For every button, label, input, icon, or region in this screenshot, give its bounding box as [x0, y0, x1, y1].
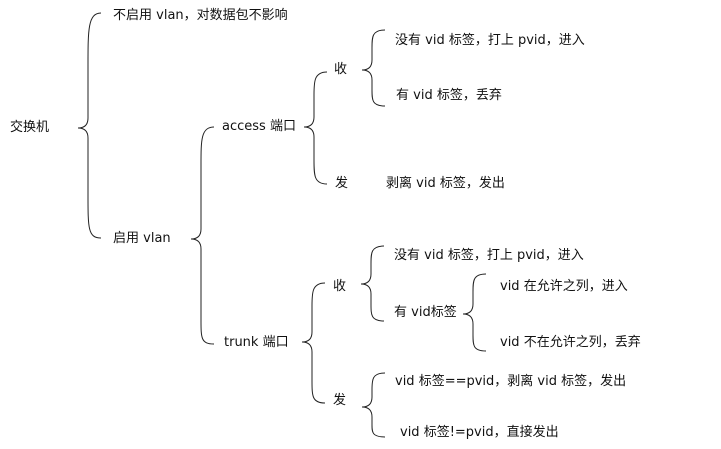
- access-receive-label: 收: [334, 62, 348, 77]
- access-port-label: access 端口: [222, 119, 296, 134]
- brace-enable-vlan: [190, 126, 215, 345]
- brace-trunk: [301, 282, 326, 404]
- no-vlan-label: 不启用 vlan，对数据包不影响: [113, 8, 288, 23]
- brace-trunk-receive: [360, 245, 385, 322]
- trunk-send-not-equal: vid 标签!=pvid，直接发出: [400, 425, 559, 440]
- trunk-receive-untagged: 没有 vid 标签，打上 pvid，进入: [394, 248, 584, 263]
- enable-vlan-label: 启用 vlan: [113, 231, 171, 246]
- access-send-action: 剥离 vid 标签，发出: [386, 176, 505, 191]
- root-label: 交换机: [10, 120, 50, 135]
- brace-access: [303, 71, 328, 185]
- trunk-tagged-not-allowed: vid 不在允许之列，丢弃: [500, 335, 641, 350]
- trunk-send-equal: vid 标签==pvid，剥离 vid 标签，发出: [395, 374, 627, 389]
- access-send-label: 发: [335, 176, 349, 191]
- brace-access-receive: [361, 29, 386, 107]
- trunk-tagged-allowed: vid 在允许之列，进入: [500, 279, 628, 294]
- trunk-receive-label: 收: [333, 279, 347, 294]
- brace-trunk-send: [361, 372, 386, 438]
- trunk-send-label: 发: [333, 393, 347, 408]
- brace-trunk-tagged: [462, 273, 487, 352]
- trunk-receive-tagged-label: 有 vid标签: [394, 305, 457, 320]
- brace-root: [77, 12, 102, 239]
- access-receive-tagged: 有 vid 标签，丢弃: [396, 88, 502, 103]
- trunk-port-label: trunk 端口: [224, 335, 289, 350]
- access-receive-untagged: 没有 vid 标签，打上 pvid，进入: [395, 33, 585, 48]
